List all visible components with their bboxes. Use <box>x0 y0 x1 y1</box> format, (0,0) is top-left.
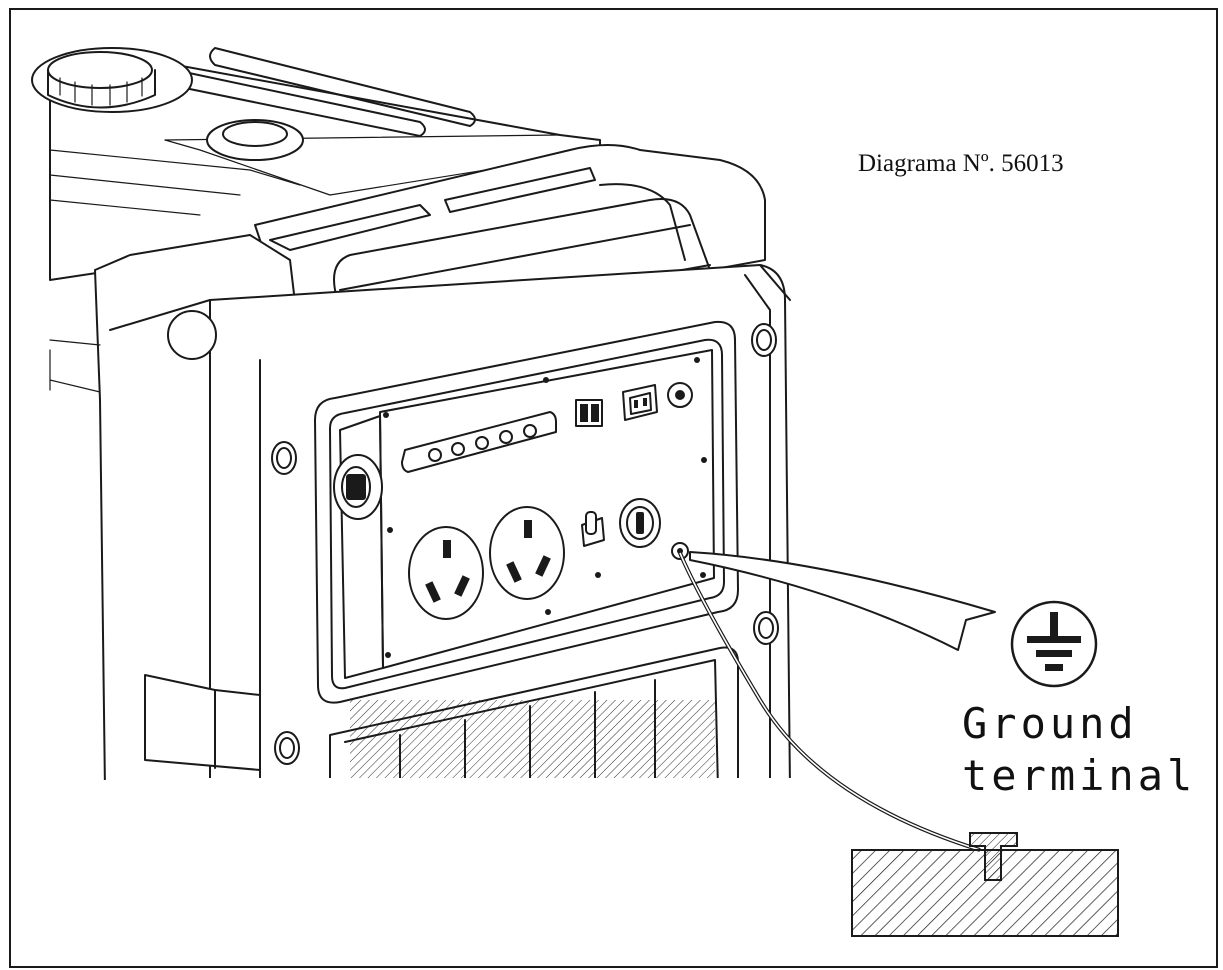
eco-switch-icon <box>575 399 603 427</box>
vent-knob-icon <box>206 119 304 161</box>
toggle-switch-icon <box>581 511 605 547</box>
diagram-caption: Diagrama Nº. 56013 <box>858 150 1064 177</box>
ground-label-line-2: terminal <box>962 751 1197 800</box>
bolt-icon <box>271 323 779 765</box>
callout-pointer <box>689 551 996 651</box>
ac-outlet-icon <box>489 506 565 600</box>
ground-symbol-icon <box>1010 600 1098 688</box>
figure-border <box>9 8 1218 968</box>
ground-terminal-label: Ground terminal <box>962 698 1212 802</box>
ground-rod-illustration <box>851 832 1119 937</box>
circuit-breaker-icon <box>619 498 661 548</box>
fuel-cap-icon <box>31 47 193 113</box>
engine-switch-icon <box>333 454 383 520</box>
dc-outlet-icon <box>622 384 658 421</box>
ground-label-line-1: Ground <box>962 699 1138 748</box>
indicator-lights <box>401 411 557 473</box>
ac-outlet-icon <box>408 526 484 620</box>
generator-illustration <box>31 47 791 780</box>
